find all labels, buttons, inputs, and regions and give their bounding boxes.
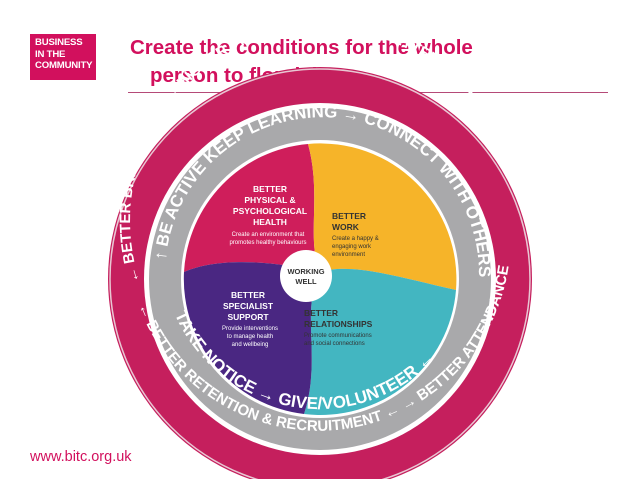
relationships-desc-1: Promote communications [304,333,372,339]
work-desc-1: Create a happy & [332,236,379,242]
center-line-2: WELL [295,277,317,286]
relationships-desc-2: and social connections [304,341,365,347]
health-text: BETTER PHYSICAL & PSYCHOLOGICAL HEALTH C… [229,184,307,246]
quadrant-support [183,262,320,414]
slide-title: Create the conditions for the whole pers… [130,34,600,90]
work-heading-2: WORK [332,222,360,232]
health-heading-1: BETTER [253,184,287,194]
work-desc-2: engaging work [332,244,372,250]
quadrants [183,143,457,415]
health-desc-2: promotes healthy behaviours [229,240,306,246]
support-desc-1: Provide interventions [222,326,278,332]
work-desc-3: environment [332,252,365,258]
quadrant-work [308,143,457,290]
quadrant-health [184,144,320,272]
logo-line-1: BUSINESS [35,37,83,48]
work-text: BETTER WORK Create a happy & engaging wo… [332,211,379,258]
health-heading-3: PSYCHOLOGICAL [233,206,307,216]
center-line-1: WORKING [287,267,324,276]
slide-title-line-1: Create the conditions for the whole [130,36,473,59]
support-heading-1: BETTER [231,290,265,300]
logo-line-3: COMMUNITY [35,60,93,71]
outer-ring-edge [109,68,531,479]
support-desc-2: to manage health [227,334,273,340]
center-circle [280,250,332,302]
logo-line-2: IN THE [35,48,66,60]
quadrant-relationships [304,268,456,415]
health-desc-1: Create an environment that [232,232,305,238]
health-heading-2: PHYSICAL & [244,195,295,205]
support-heading-3: SUPPORT [227,312,269,322]
support-heading-2: SPECIALIST [223,301,274,311]
health-heading-4: HEALTH [253,217,287,227]
work-heading-1: BETTER [332,211,366,221]
website-link[interactable]: www.bitc.org.uk [30,449,132,465]
support-desc-3: and wellbeing [232,342,269,348]
bitc-logo: BUSINESS IN THE COMMUNITY [30,34,96,80]
relationships-heading-2: RELATIONSHIPS [304,319,373,329]
relationships-text: BETTER RELATIONSHIPS Promote communicati… [304,308,373,347]
relationships-heading-1: BETTER [304,308,338,318]
support-text: BETTER SPECIALIST SUPPORT Provide interv… [222,290,278,348]
